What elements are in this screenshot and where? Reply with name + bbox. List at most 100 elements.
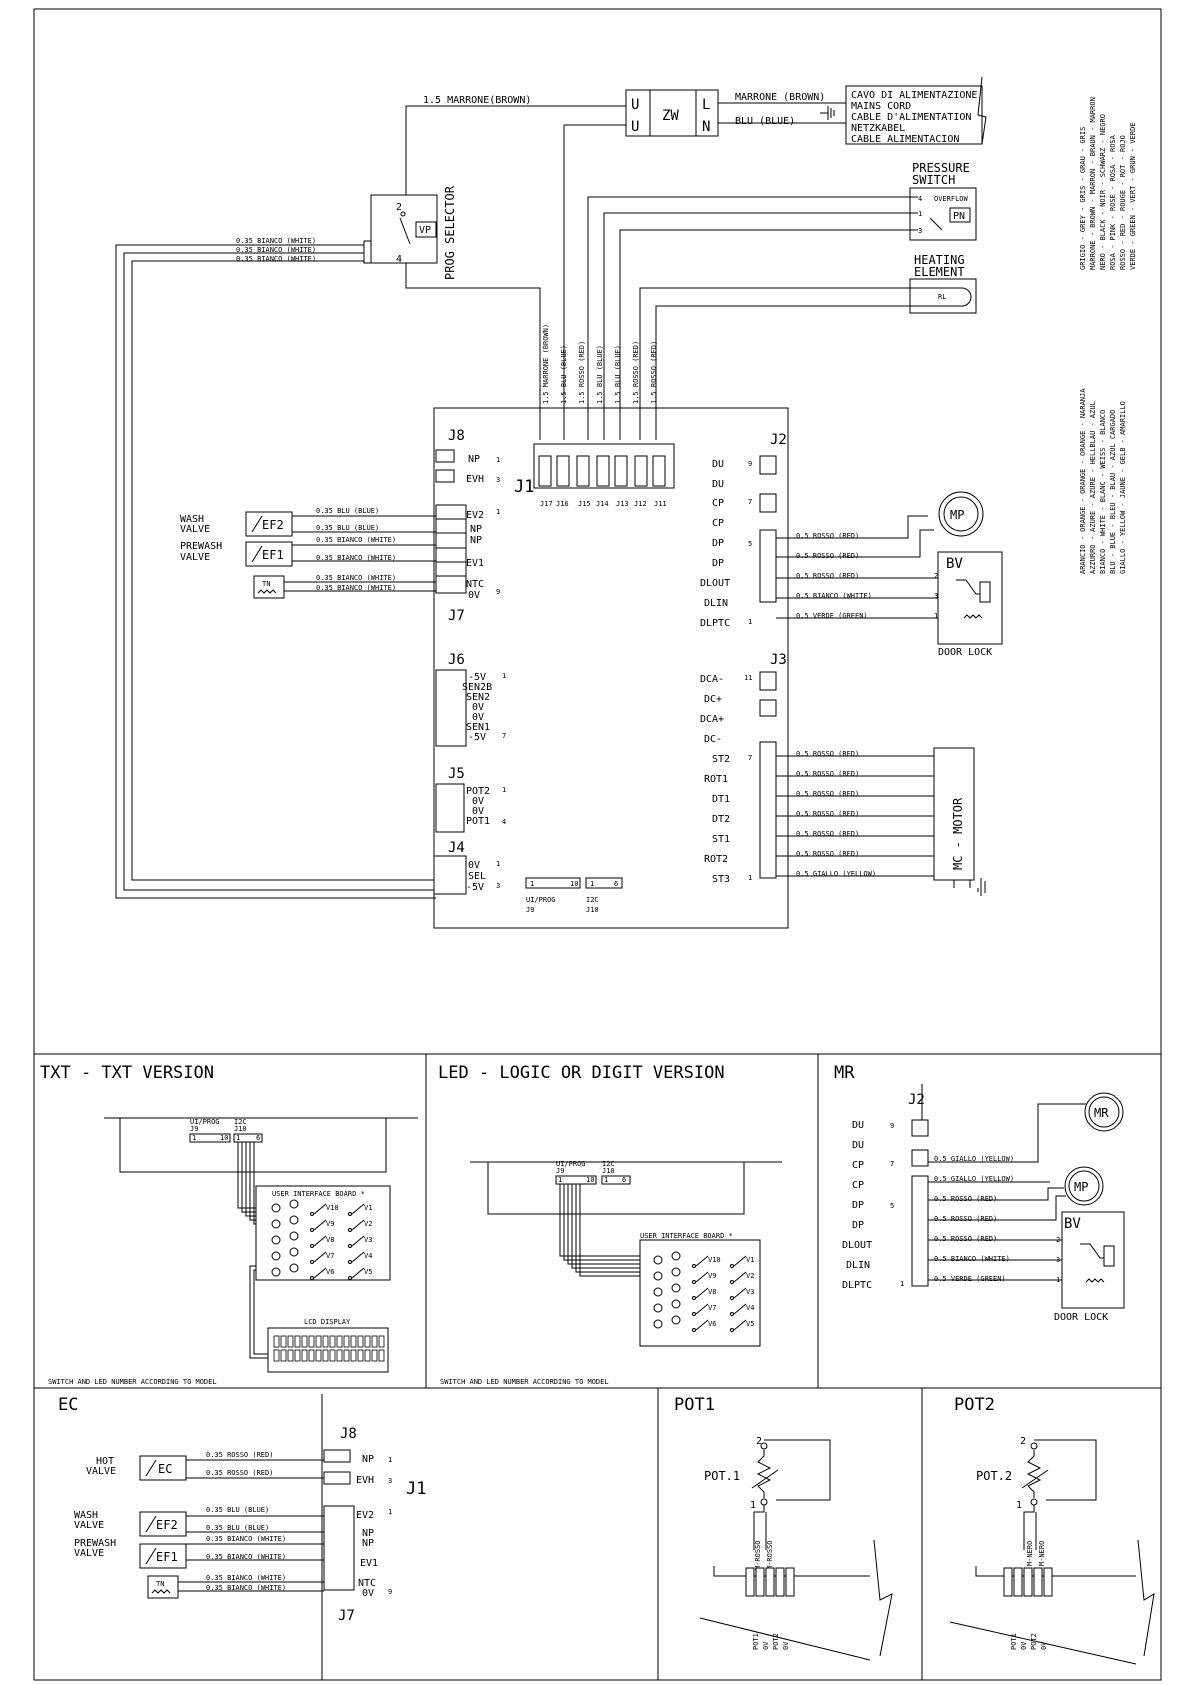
led-j9-label: UI/PROG — [556, 1160, 586, 1168]
mr-wire-7: 0.5 VERDE (GREEN) — [934, 1275, 1006, 1283]
j7-num-1: 1 — [496, 508, 500, 516]
j2-pin-5: DP — [712, 538, 724, 549]
mr-wire-5: 0.5 ROSSO (RED) — [934, 1235, 997, 1243]
wash-valve-code: EF2 — [262, 518, 284, 532]
mr-wire-6: 0.5 BIANCO (WHITE) — [934, 1255, 1010, 1263]
txt-title: TXT - TXT VERSION — [40, 1063, 214, 1083]
pot2-pin-2: 2 — [1020, 1436, 1026, 1447]
left-loads: WASH VALVE PREWASH VALVE EF2 EF1 TN 0.35… — [180, 507, 436, 599]
bv-door-lock-label: DOOR LOCK — [938, 647, 992, 658]
legend2-row-1: ARANCIO - ORANGE - ORANGE - ORANGE - NAR… — [1079, 388, 1087, 574]
j3-pin-9: ST1 — [712, 834, 730, 845]
j9-n10: 10 — [570, 880, 578, 888]
txt-led-3 — [271, 1251, 281, 1261]
mr-j2-label: J2 — [908, 1092, 925, 1108]
j1-pin-j15: J15 — [578, 500, 591, 508]
j3-pin-1: DCA- — [700, 674, 724, 685]
lcd-cell — [308, 1335, 315, 1348]
j7-connector: EV2 NP NP EV1 NTC 0V 1 9 J7 — [435, 504, 500, 624]
j5-pin-2: 0V — [472, 796, 484, 807]
led-title: LED - LOGIC OR DIGIT VERSION — [438, 1063, 725, 1083]
led-ui-board-label: USER INTERFACE BOARD * — [640, 1232, 733, 1240]
txt-switch-8 — [313, 1267, 327, 1279]
lcd-cell — [280, 1349, 287, 1362]
j3-pin-3: DCA+ — [700, 714, 724, 725]
j3-wire-4: 0.5 ROSSO (RED) — [796, 810, 859, 818]
j2-pin-4: CP — [712, 518, 724, 529]
ec-pin-ev1: EV1 — [360, 1558, 378, 1569]
j2-pin-7: DLOUT — [700, 578, 730, 589]
j9-j10-connectors: 1 10 1 6 UI/PROG J9 I2C J10 — [525, 877, 623, 914]
mr-motor-label: MR — [1094, 1106, 1109, 1120]
txt-led-b-4 — [289, 1263, 299, 1273]
lcd-cell — [357, 1349, 364, 1362]
j1-label: J1 — [514, 477, 534, 497]
left-wire-4: 0.35 BIANCO (WHITE) — [316, 554, 396, 562]
led-switch-dot-0 — [692, 1264, 696, 1268]
j8-num-1: 1 — [496, 456, 500, 464]
mr-pin-5: DP — [852, 1200, 864, 1211]
mains-wire-label: 1.5 MARRONE(BROWN) — [423, 95, 531, 106]
led-switch-4 — [695, 1287, 709, 1299]
j1-wire-7: 1.5 ROSSO (RED) — [650, 341, 658, 404]
ec-j7-label: J7 — [338, 1608, 355, 1624]
prewash-valve-label-2: VALVE — [180, 552, 210, 563]
lcd-cell — [294, 1335, 301, 1348]
lcd-cell — [329, 1335, 336, 1348]
led-led-b-2 — [671, 1283, 681, 1293]
pot1-pin-pot2: POT2 — [772, 1633, 780, 1650]
j8-num-3: 3 — [496, 476, 500, 484]
mr-mp-label: MP — [1074, 1180, 1088, 1194]
j7-label: J7 — [448, 608, 465, 624]
mr-bv-pin-2: 2 — [1056, 1236, 1060, 1244]
mr-bv-pin-1: 1 — [1056, 1276, 1060, 1284]
j1-wire-4: 1.5 BLU (BLUE) — [596, 345, 604, 404]
led-j9-n10: 10 — [586, 1176, 594, 1184]
led-led-b-3 — [671, 1299, 681, 1309]
ec-wire-2: 0.35 ROSSO (RED) — [206, 1469, 273, 1477]
led-switch-dot-8 — [692, 1328, 696, 1332]
j3-pin-4: DC- — [704, 734, 722, 745]
j3-pin-7: DT1 — [712, 794, 730, 805]
ec-wire-6: 0.35 BIANCO (WHITE) — [206, 1553, 286, 1561]
bv-pin-1: 1 — [934, 612, 938, 620]
txt-switch-label-5: V3 — [364, 1236, 372, 1244]
j8-pin-np: NP — [468, 454, 480, 465]
mr-pin-2: DU — [852, 1140, 864, 1151]
legend2-row-5: GIALLO - YELLOW - JAUNE - GELB - AMARILL… — [1119, 401, 1127, 574]
ec-tn-label: TN — [156, 1580, 164, 1588]
lcd-cell — [287, 1335, 294, 1348]
zw-l: L — [702, 97, 710, 113]
j1-pin-j17: J17 — [540, 500, 553, 508]
txt-switch-dot-6 — [310, 1260, 314, 1264]
lcd-cell — [336, 1335, 343, 1348]
j3-num-11: 11 — [744, 674, 752, 682]
led-led-4 — [653, 1319, 663, 1329]
prewash-valve-label-1: PREWASH — [180, 541, 222, 552]
j2-num-1: 1 — [748, 618, 752, 626]
txt-switch-6 — [313, 1251, 327, 1263]
txt-switch-3 — [351, 1219, 365, 1231]
lcd-cell — [378, 1349, 385, 1362]
selector-wire-2: 0.35 BIANCO (WHITE) — [236, 246, 316, 254]
wash-valve-label-1: WASH — [180, 514, 204, 525]
led-j9-label-b: J9 — [556, 1167, 564, 1175]
led-j10-label-b: J10 — [602, 1167, 615, 1175]
mains-cord-3: CABLE D'ALIMENTATION — [851, 112, 971, 123]
heating-title-2: ELEMENT — [914, 265, 965, 279]
j2-wire-2: 0.5 ROSSO (RED) — [796, 552, 859, 560]
j4-num-3: 3 — [496, 882, 500, 890]
led-switch-label-5: V3 — [746, 1288, 754, 1296]
zw-n: N — [702, 119, 710, 135]
led-switch-dot-6 — [692, 1312, 696, 1316]
ec-pin-np: NP — [362, 1454, 374, 1465]
j3-wire-1: 0.5 ROSSO (RED) — [796, 750, 859, 758]
txt-led-b-1 — [289, 1215, 299, 1225]
txt-led-4 — [271, 1267, 281, 1277]
j9-label: UI/PROG — [526, 896, 556, 904]
lcd-cell — [280, 1335, 287, 1348]
j3-pin-10: ROT2 — [704, 854, 728, 865]
led-switch-0 — [695, 1255, 709, 1267]
lcd-cell — [308, 1349, 315, 1362]
